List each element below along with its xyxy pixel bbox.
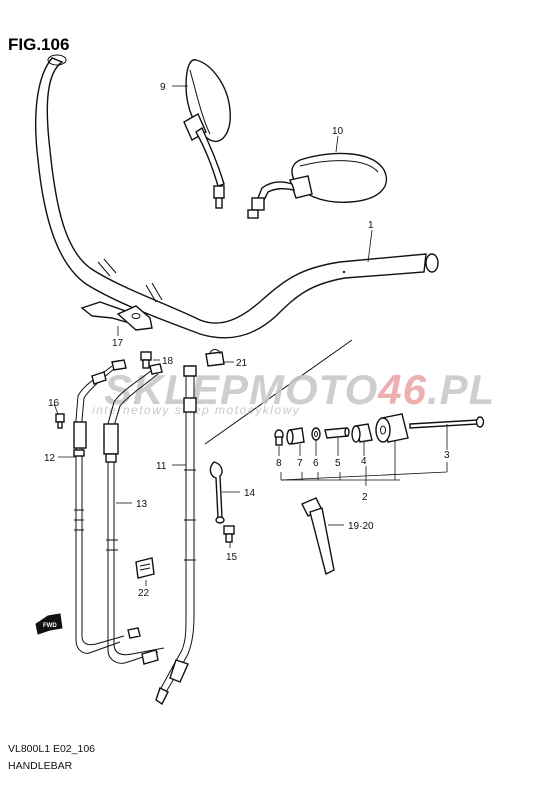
fwd-arrow-icon: FWD xyxy=(35,613,63,635)
footer-section-title: HANDLEBAR xyxy=(8,760,73,772)
watermark: SKLEPMOTO46.PL internetowy sklep motocyk… xyxy=(92,366,495,417)
callout-13: 13 xyxy=(136,499,148,510)
callout-9: 9 xyxy=(160,82,166,93)
bar-end-assembly xyxy=(274,413,485,446)
callout-11: 11 xyxy=(156,461,167,472)
nut-8-part xyxy=(274,429,284,446)
screw-18-part xyxy=(140,351,152,369)
spacer-5-part xyxy=(324,427,350,439)
callout-4: 4 xyxy=(361,456,367,467)
screw-15-part xyxy=(223,525,235,543)
cable-tie-19-20-part xyxy=(301,497,335,576)
callout-8: 8 xyxy=(276,458,282,469)
callout-1: 1 xyxy=(368,220,374,231)
callout-6: 6 xyxy=(313,458,319,469)
callout-5: 5 xyxy=(335,458,341,469)
bolt-16-part xyxy=(55,413,65,429)
cable-guide-bracket-part xyxy=(80,301,153,331)
callout-12: 12 xyxy=(44,453,56,464)
callout-2: 2 xyxy=(362,492,368,503)
washer-6-part xyxy=(311,427,321,441)
clamp-14-part xyxy=(209,461,225,524)
throttle-cable-11-part xyxy=(155,365,197,706)
handlebar-part xyxy=(34,54,439,339)
collar-7-part xyxy=(286,427,305,445)
callout-15: 15 xyxy=(226,552,238,563)
callout-3: 3 xyxy=(444,450,450,461)
screw-3-part xyxy=(409,416,485,429)
assembly-reference-line xyxy=(204,339,353,445)
svg-text:FWD: FWD xyxy=(43,623,57,629)
callout-22: 22 xyxy=(138,588,150,599)
balancer-2-part xyxy=(375,413,409,443)
clamp-21-part xyxy=(205,349,225,367)
svg-text:SKLEPMOTO46.PL: SKLEPMOTO46.PL xyxy=(104,366,495,413)
footer-model-code: VL800L1 E02_106 xyxy=(8,743,95,755)
mirror-left-part xyxy=(183,59,231,209)
mirror-right-part xyxy=(247,152,388,219)
cushion-4-part xyxy=(351,423,373,443)
callout-16: 16 xyxy=(48,398,60,409)
clutch-cable-12-part xyxy=(73,359,127,654)
label-22-part xyxy=(135,557,155,579)
callout-10: 10 xyxy=(332,126,344,137)
callout-21: 21 xyxy=(236,358,248,369)
callout-7: 7 xyxy=(297,458,303,469)
figure-title: FIG.106 xyxy=(8,35,69,54)
callout-17: 17 xyxy=(112,338,124,349)
throttle-cable-13-part xyxy=(103,363,165,665)
callout-18: 18 xyxy=(162,356,174,367)
callout-14: 14 xyxy=(244,488,256,499)
callout-19-20: 19·20 xyxy=(348,521,374,532)
